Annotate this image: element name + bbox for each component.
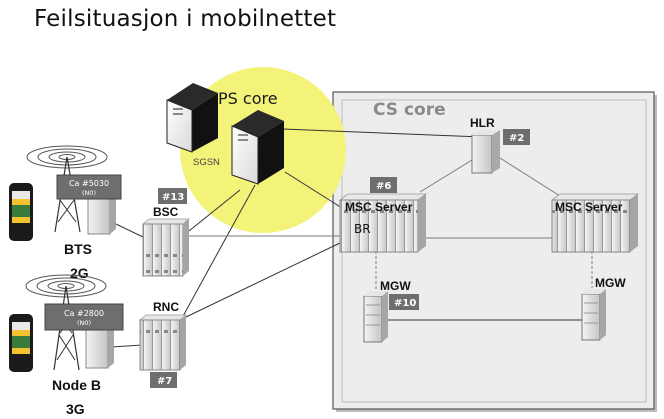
mgw-left: MGW #10 bbox=[363, 279, 419, 343]
mgw-right-rack-icon bbox=[581, 293, 601, 341]
rnc-badge-text: #7 bbox=[157, 376, 172, 387]
nodeb-site: Ca #2800 (N0) Node B 3G bbox=[9, 274, 124, 417]
bsc-label: BSC bbox=[153, 205, 179, 219]
bsc-badge-text: #13 bbox=[162, 192, 184, 203]
mgw-right: MGW bbox=[581, 276, 626, 341]
bts-gen-label: 2G bbox=[70, 265, 89, 281]
mgw-left-badge-text: #10 bbox=[394, 298, 416, 309]
ps-server-back-icon bbox=[166, 83, 218, 153]
msc-left-badge-text: #6 bbox=[376, 181, 391, 192]
bsc-badge bbox=[158, 188, 187, 204]
msc-left-label: MSC Server bbox=[345, 200, 413, 214]
mgw-left-badge bbox=[389, 294, 419, 310]
msc-server-right: MSC Server bbox=[550, 193, 640, 253]
rnc-label: RNC bbox=[153, 300, 179, 314]
mgw-left-rack-icon bbox=[363, 295, 383, 343]
link-rnc-msc bbox=[183, 241, 343, 319]
mgw-left-label: MGW bbox=[380, 279, 411, 293]
hlr-node: HLR #2 bbox=[470, 116, 530, 174]
sgsn-label: SGSN bbox=[193, 157, 220, 168]
nodeb-cabinet-icon bbox=[85, 321, 114, 369]
link-msc-hlr bbox=[419, 159, 473, 193]
nodeb-capacity-text: Ca #2800 bbox=[64, 309, 104, 318]
mgw-right-label: MGW bbox=[595, 276, 626, 290]
sgsn-server-icon bbox=[231, 110, 284, 185]
bts-radio-waves-icon bbox=[26, 145, 108, 169]
hlr-badge bbox=[503, 129, 530, 145]
bts-capacity-box: Ca #5030 (N0) bbox=[56, 174, 122, 200]
rnc-node: RNC #7 bbox=[138, 300, 188, 388]
msc-right-rack-icon bbox=[551, 199, 631, 253]
rnc-rack-icon bbox=[139, 319, 181, 371]
link-hlr-mscright bbox=[499, 157, 561, 197]
link-rnc-sgsn bbox=[181, 184, 256, 319]
cs-core-label: CS core bbox=[373, 100, 446, 120]
rnc-badge bbox=[150, 372, 177, 388]
bts-cabinet-icon bbox=[87, 189, 116, 235]
hlr-label: HLR bbox=[470, 116, 495, 130]
bsc-node: #13 BSC bbox=[141, 188, 191, 277]
msc-left-badge bbox=[370, 177, 397, 193]
nodeb-capacity-box: Ca #2800 (N0) bbox=[44, 303, 124, 331]
ps-core-label: PS core bbox=[218, 89, 278, 108]
link-nodeb-rnc bbox=[111, 344, 143, 348]
hlr-badge-text: #2 bbox=[509, 133, 524, 144]
msc-right-label: MSC Server bbox=[555, 200, 623, 214]
nodeb-phone-icon bbox=[9, 314, 33, 372]
bts-capacity-text: Ca #5030 bbox=[69, 179, 109, 188]
msc-server-left: #6 MSC Server BR bbox=[338, 177, 428, 253]
bsc-rack-icon bbox=[142, 223, 184, 277]
link-bts-bsc bbox=[115, 223, 146, 239]
nodeb-capacity-sub: (N0) bbox=[77, 319, 91, 327]
msc-left-rack-icon bbox=[339, 199, 419, 253]
link-sgsn-msc bbox=[284, 171, 343, 209]
bts-phone-icon bbox=[9, 183, 33, 241]
page-title: Feilsituasjon i mobilnettet bbox=[34, 6, 337, 32]
bts-site: Ca #5030 (N0) BTS 2G bbox=[9, 145, 122, 281]
connection-lines bbox=[111, 127, 593, 348]
hlr-rack-icon bbox=[471, 134, 493, 174]
nodeb-label: Node B bbox=[52, 377, 101, 393]
link-bsc-sgsn bbox=[183, 189, 241, 236]
nodeb-gen-label: 3G bbox=[66, 401, 85, 417]
bts-label: BTS bbox=[64, 241, 92, 257]
br-label: BR bbox=[354, 222, 371, 236]
link-sgsn-hlr bbox=[257, 127, 483, 138]
bts-capacity-sub: (N0) bbox=[82, 189, 96, 197]
